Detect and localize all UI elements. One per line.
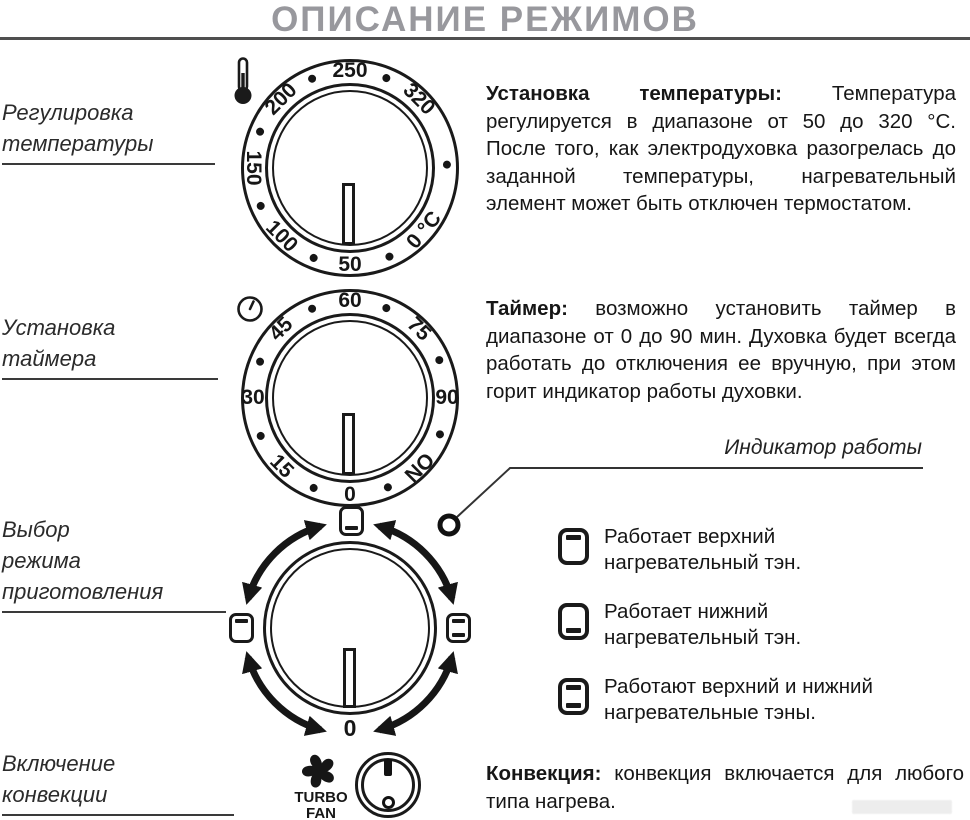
fan-text: FAN (306, 805, 336, 820)
temperature-paragraph: Установка температуры: Температура регул… (486, 80, 956, 218)
label-line: Установка (2, 315, 116, 340)
label-line: приготовления (2, 579, 164, 604)
timer-lead: Таймер: (486, 297, 568, 320)
legend-lower-text: Работает нижний нагревательный тэн. (604, 600, 802, 649)
dial-knob (265, 313, 435, 483)
convection-dial (355, 752, 421, 818)
convection-paragraph: Конвекция: конвекция включается для любо… (486, 760, 964, 815)
mode-icon-upper-element (229, 613, 254, 643)
dial-knob-inner (272, 90, 428, 246)
turbo-text: TURBO (294, 789, 348, 806)
clock-icon (237, 296, 263, 322)
mode-icon-lower-element (339, 506, 364, 536)
label-mode-selection: Выбор режима приготовления (2, 514, 226, 613)
page-title: ОПИСАНИЕ РЕЖИМОВ (271, 0, 699, 39)
dial-tick-label: 50 (338, 253, 362, 276)
label-convection-on: Включение конвекции (2, 748, 234, 816)
temperature-lead: Установка температуры: (486, 82, 782, 105)
dial-ring (241, 59, 459, 277)
timer-paragraph: Таймер: возможно установить таймер в диа… (486, 295, 956, 405)
indicator-line (437, 467, 923, 537)
label-temperature-control: Регулировка температуры (2, 97, 215, 165)
lower-element-icon (558, 603, 589, 640)
watermark (852, 800, 952, 814)
dial-pointer (384, 759, 392, 776)
mode-dial-arrows (242, 520, 458, 736)
convection-lead: Конвекция: (486, 762, 602, 785)
label-timer-setting: Установка таймера (2, 312, 218, 380)
title-underline (0, 37, 970, 40)
dial-knob-inner (272, 320, 428, 476)
dial-tick-label: 0 (344, 483, 356, 506)
label-line: режима (2, 548, 81, 573)
mode-dial: 0 (225, 503, 475, 753)
legend-upper-text: Работает верхний нагревательный тэн. (604, 525, 802, 574)
dial-ring (355, 752, 421, 818)
label-line: Выбор (2, 517, 70, 542)
dial-tick-label: 60 (338, 289, 362, 312)
dial-ring (241, 289, 459, 507)
dial-pointer (343, 648, 356, 708)
turbo-fan-icon (300, 753, 336, 790)
label-line: Включение (2, 751, 116, 776)
mode-zero-label: 0 (343, 715, 357, 741)
indicator-caption: Индикатор работы (724, 436, 922, 459)
label-line: температуры (2, 131, 154, 156)
upper-element-icon (558, 528, 589, 565)
label-line: таймера (2, 346, 97, 371)
thermometer-icon (234, 57, 252, 104)
dial-pointer (342, 183, 355, 245)
dial-tick-label: 150 (242, 150, 265, 186)
indicator-lamp (437, 513, 461, 537)
label-line: конвекции (2, 782, 108, 807)
dial-tick-label: 30 (241, 386, 265, 409)
dial-knob (265, 83, 435, 253)
label-line: Регулировка (2, 100, 134, 125)
turbo-fan-label: TURBO FAN (283, 790, 359, 820)
timer-body: возможно установить таймер в диапазоне о… (486, 297, 956, 403)
temperature-body: Температура регулируется в диапазоне от … (486, 82, 957, 215)
dial-tick-label: 250 (332, 59, 368, 82)
dial-zero-mark (382, 796, 395, 809)
both-elements-icon (558, 678, 589, 715)
legend-both-text: Работают верхний и нижний нагревательные… (604, 675, 873, 724)
mode-icon-both-elements (446, 613, 471, 643)
convection-body: конвекция включается для любо­го типа на… (486, 762, 964, 813)
dial-pointer (342, 413, 355, 475)
dial-tick-label: 90 (435, 386, 459, 409)
dial-knob (263, 541, 437, 715)
